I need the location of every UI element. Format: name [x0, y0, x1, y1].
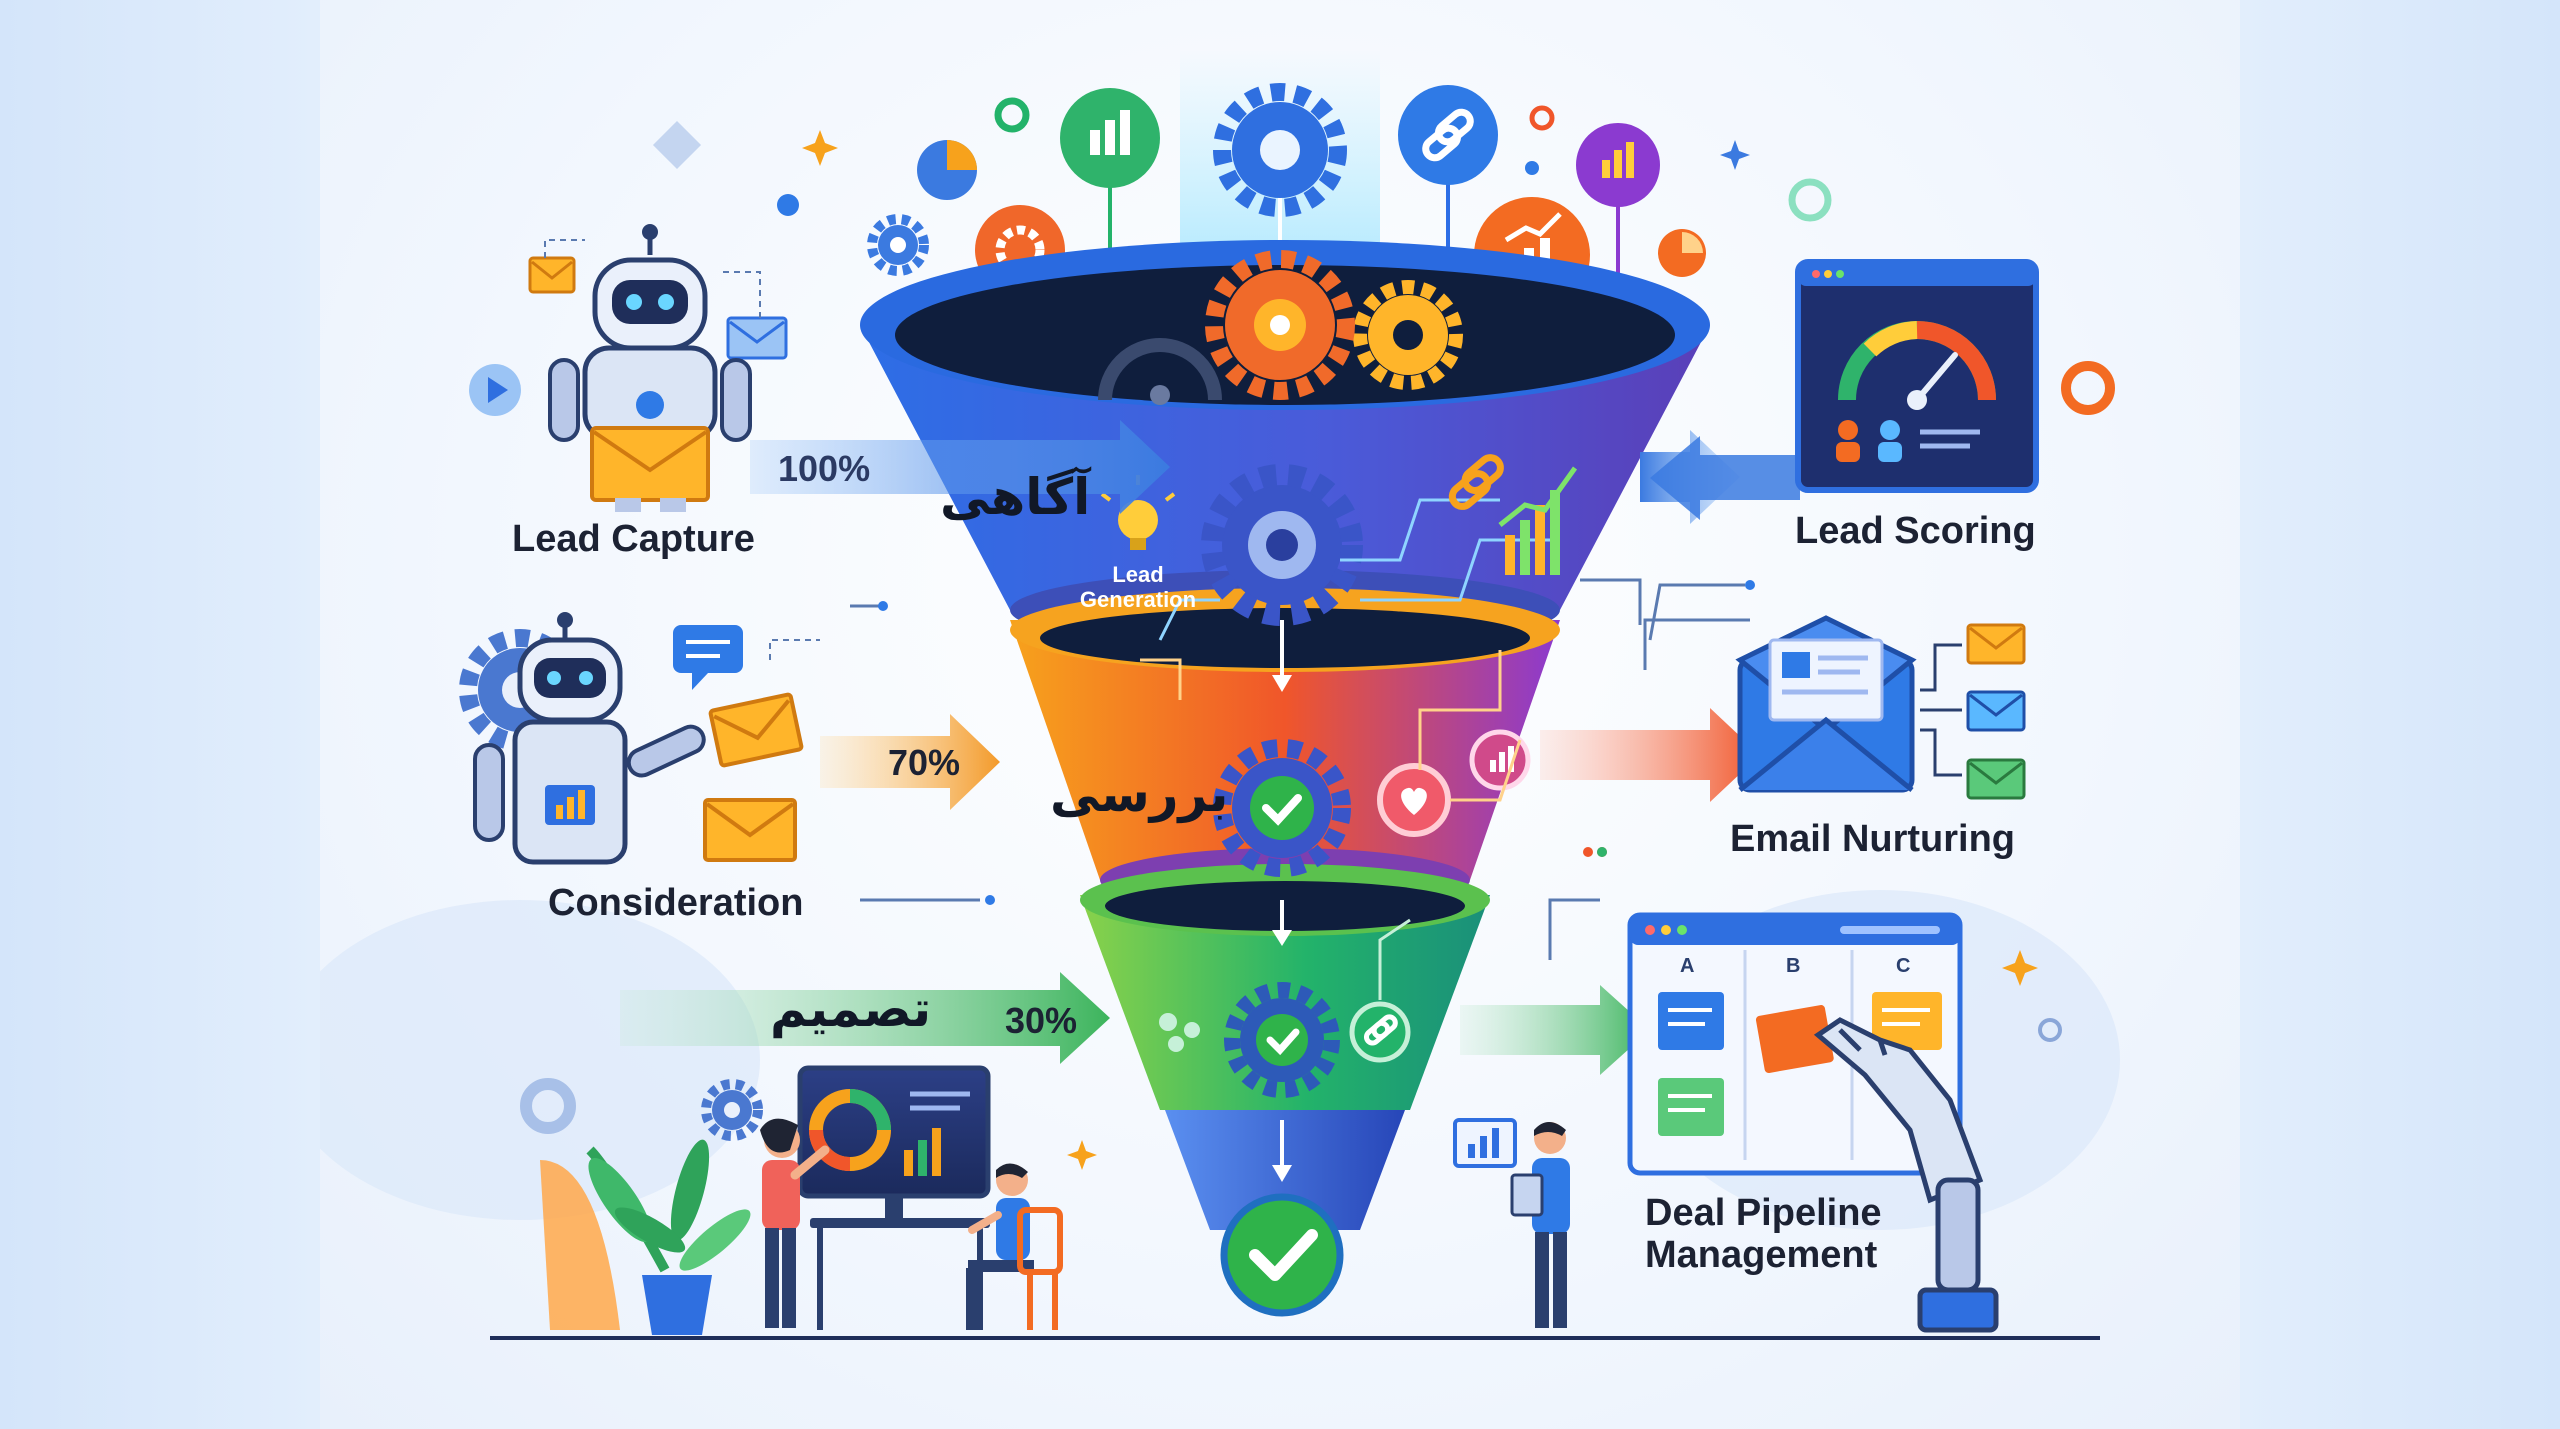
stage-decision: تصمیم [770, 980, 932, 1038]
ring-icon [1529, 105, 1555, 131]
link-circle-icon [1398, 85, 1498, 320]
percent-100: 100% [778, 448, 871, 489]
right-margin [2240, 0, 2560, 1429]
left-margin [0, 0, 320, 1429]
arrow-70 [820, 714, 1000, 810]
arrow-100 [750, 420, 1170, 514]
stage-awareness: آگاهی [940, 468, 1091, 526]
kanban-col-b: B [1786, 955, 1801, 977]
funnel [860, 240, 1710, 1317]
sparkle-icon [2002, 950, 2038, 986]
pie-icon [917, 140, 977, 200]
sparkle-icon [802, 130, 838, 166]
gear-check-icon [1224, 982, 1340, 1098]
dot-icon [1525, 161, 1539, 175]
sparkle-icon [1720, 140, 1750, 170]
diamond-icon [652, 120, 702, 170]
funnel-infographic: Lead Capture 100% آگاهی Lead Generation … [320, 0, 2240, 1429]
ring-icon [2061, 361, 2115, 415]
kanban-col-a: A [1680, 955, 1695, 977]
link-circle-icon [1349, 1001, 1411, 1063]
label-deal-pipeline: Deal Pipeline Management [1645, 1192, 1882, 1276]
ring-icon [2038, 1018, 2062, 1042]
ring-icon [994, 97, 1030, 133]
infographic-art [320, 50, 2120, 1340]
standing-man [1453, 1118, 1570, 1328]
sparkle-icon [1067, 1140, 1097, 1170]
small-gear-icon [867, 214, 929, 276]
gear-icon [1201, 464, 1363, 626]
chart-circle-icon [1060, 88, 1160, 330]
orange-timer-icon [1658, 229, 1706, 277]
deal-pipeline-board [1460, 898, 1963, 1176]
label-lead-generation: Lead Generation [1079, 562, 1197, 612]
lightbulb-icon [1100, 475, 1176, 550]
percent-30: 30% [1005, 1000, 1078, 1041]
percent-70: 70% [888, 742, 961, 783]
users-icon [1159, 1013, 1200, 1052]
robot-hand [1813, 1017, 1999, 1333]
stage-consideration: بررسی [1050, 765, 1229, 823]
arrow-30 [620, 972, 1110, 1064]
bar-chart-icon [1498, 466, 1578, 575]
label-email-nurturing: Email Nurturing [1730, 818, 2016, 860]
kanban-col-c: C [1896, 955, 1911, 977]
label-lead-scoring: Lead Scoring [1795, 510, 2036, 552]
label-lead-capture: Lead Capture [512, 518, 755, 560]
final-check-icon [1224, 1197, 1340, 1313]
lead-scoring-dashboard [1640, 259, 2039, 524]
office-scene [520, 1065, 1063, 1335]
gear-check-icon [1213, 739, 1351, 877]
heart-circle-icon [1377, 763, 1451, 837]
ring-icon [1788, 178, 1832, 222]
lead-capture-robot [469, 224, 788, 512]
link-icon [1448, 454, 1504, 510]
chart-circle-icon [1469, 729, 1531, 791]
email-nurturing-envelope [1540, 615, 2026, 802]
label-consideration: Consideration [548, 882, 804, 924]
dot-icon [777, 194, 799, 216]
consideration-robot [459, 601, 888, 865]
